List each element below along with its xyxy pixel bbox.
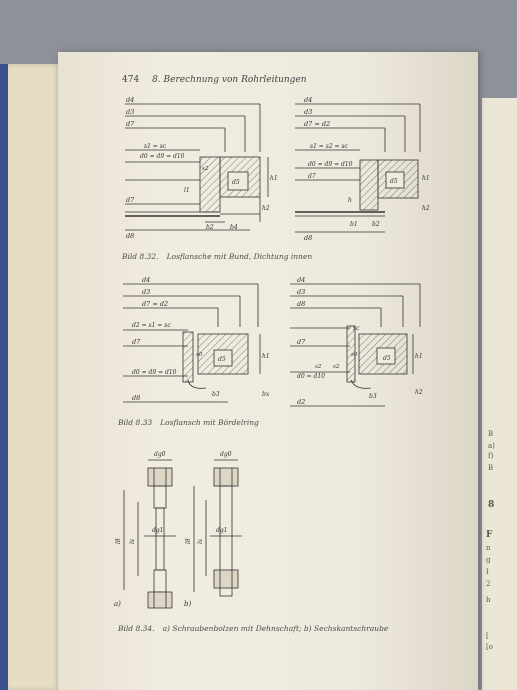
dim-label: ls — [129, 539, 136, 544]
dim-label: d4 — [142, 276, 150, 284]
dim-label: d2 = s1 = sc — [132, 322, 171, 329]
dim-label: b4 — [230, 224, 238, 231]
figure-label: Bild 8.32. — [122, 252, 159, 261]
dim-label: bx — [262, 391, 270, 398]
dim-label: s0 — [351, 352, 358, 358]
figure-8-33-left: d4 d3 d7 = d2 d2 = s1 = sc d7 s0 d5 h1 d… — [123, 276, 270, 403]
subfigure-label: b) — [184, 600, 191, 608]
figure-caption: Bild 8.33 Losflansch mit Bördelring — [118, 418, 259, 427]
caption-text: a) Schraubenbolzen mit Dehnschaft; b) Se… — [162, 624, 389, 633]
dim-label: h1 — [270, 175, 278, 182]
figure-label: Bild 8.34. — [118, 624, 155, 633]
book-page-edges — [8, 64, 62, 690]
dim-label: h1 — [422, 175, 430, 182]
dim-label: d7 — [308, 173, 316, 180]
dim-label: h2 — [415, 389, 423, 396]
facing-page-fragment: h — [486, 596, 491, 604]
dim-label: d7 = d2 — [304, 120, 330, 128]
facing-page: B a) f) B 8 F n g I 2 h [ [o — [482, 98, 517, 690]
dim-label: d5 — [232, 179, 240, 186]
dim-label: l8 — [185, 538, 192, 544]
facing-page-fragment: 8 — [488, 500, 495, 510]
figure-8-32-right: d4 d3 d7 = d2 s1 = s2 = sc d0 = d9 = d10… — [295, 96, 430, 242]
dim-label: b2 — [206, 224, 214, 231]
dim-label: d8 — [297, 300, 305, 308]
page-header: 474 8. Berechnung von Rohrleitungen — [122, 75, 307, 85]
dim-label: d8 — [126, 232, 134, 240]
dim-label: h1 — [262, 353, 270, 360]
dim-label: h1 — [415, 353, 423, 360]
facing-page-fragment: f) — [488, 452, 494, 460]
dim-label: d2 — [297, 398, 305, 406]
dim-label: l8 — [115, 538, 122, 544]
dim-label: b2 — [372, 221, 380, 228]
dim-label: s1 = s2 = sc — [310, 143, 349, 150]
dim-label: d8 — [132, 394, 140, 402]
figure-8-34-bolts: dg0 l8 ls dg1 dg0 l8 ls dg1 a) b) — [114, 451, 242, 609]
dim-label: d0 = d10 — [297, 373, 325, 380]
figure-caption: Bild 8.34. a) Schraubenbolzen mit Dehnsch… — [118, 624, 388, 633]
dim-label: d3 — [142, 288, 150, 296]
dim-label: l1 — [184, 187, 190, 194]
subfigure-label: a) — [114, 600, 121, 608]
facing-page-fragment: a) — [488, 442, 495, 450]
facing-page-fragment: g — [486, 556, 491, 564]
figure-caption: Bild 8.32. Losflansche mit Bund, Dichtung… — [122, 252, 312, 261]
dim-label: dg1 — [152, 527, 164, 534]
caption-text: Losflansche mit Bund, Dichtung innen — [166, 252, 313, 261]
facing-page-fragment: I — [486, 568, 489, 576]
dim-label: d3 — [297, 288, 305, 296]
dim-label: h2 — [262, 205, 270, 212]
facing-page-fragment: 2 — [486, 580, 491, 588]
dim-label: d5 — [218, 356, 226, 363]
dim-label: h2 — [422, 205, 430, 212]
dim-label: b3 — [369, 393, 377, 400]
dim-label: b3 — [212, 391, 220, 398]
dim-label: d7 — [126, 196, 135, 204]
dim-label: d4 — [297, 276, 305, 284]
dim-label: ls — [197, 539, 204, 544]
figure-label: Bild 8.33 — [118, 418, 153, 427]
dim-label: d3 — [126, 108, 134, 116]
dim-label: d5 — [383, 355, 391, 362]
dim-label: d3 — [304, 108, 312, 116]
dim-label: d0 = d9 = d10 — [140, 153, 185, 160]
chapter-title: 8. Berechnung von Rohrleitungen — [152, 75, 307, 85]
dim-label: d7 — [132, 338, 141, 346]
facing-page-fragment: n — [486, 544, 491, 552]
dim-label: dg1 — [216, 527, 228, 534]
facing-page-fragment: [ — [486, 632, 489, 640]
figure-8-33-right: d4 d3 d8 sc d7 s0 s2 s2 d0 = d10 d5 h1 b… — [290, 276, 423, 407]
book-cover-edge — [0, 64, 10, 690]
dim-label: dg0 — [220, 451, 232, 458]
facing-page-fragment: [o — [486, 643, 493, 651]
dim-label: d7 = d2 — [142, 300, 168, 308]
dim-label: dg0 — [154, 451, 166, 458]
dim-label: d4 — [304, 96, 312, 104]
dim-label: d7 — [297, 338, 306, 346]
dim-label: d8 — [304, 234, 312, 242]
figure-8-32-left: d4 d3 d7 s1 = sc d0 = d9 = d10 s2 d5 h1 … — [125, 96, 278, 240]
dim-label: s2 — [202, 166, 209, 172]
caption-text: Losflansch mit Bördelring — [160, 418, 259, 427]
dim-label: d7 — [126, 120, 135, 128]
dim-label: sc — [353, 325, 360, 332]
dim-label: b1 — [350, 221, 358, 228]
facing-page-fragment: B — [488, 430, 494, 438]
dim-label: d0 = d9 = d10 — [308, 161, 353, 168]
dim-label: d4 — [126, 96, 134, 104]
dim-label: s0 — [196, 352, 203, 358]
dim-label: s1 = sc — [144, 143, 167, 150]
facing-page-fragment: B — [488, 464, 494, 472]
dim-label: s2 — [315, 364, 322, 370]
facing-page-fragment: F — [486, 530, 493, 540]
dim-label: d5 — [390, 178, 398, 185]
dim-label: h — [348, 197, 352, 204]
dim-label: d0 = d9 = d10 — [132, 369, 177, 376]
dim-label: s2 — [333, 364, 340, 370]
page-number: 474 — [122, 75, 140, 85]
